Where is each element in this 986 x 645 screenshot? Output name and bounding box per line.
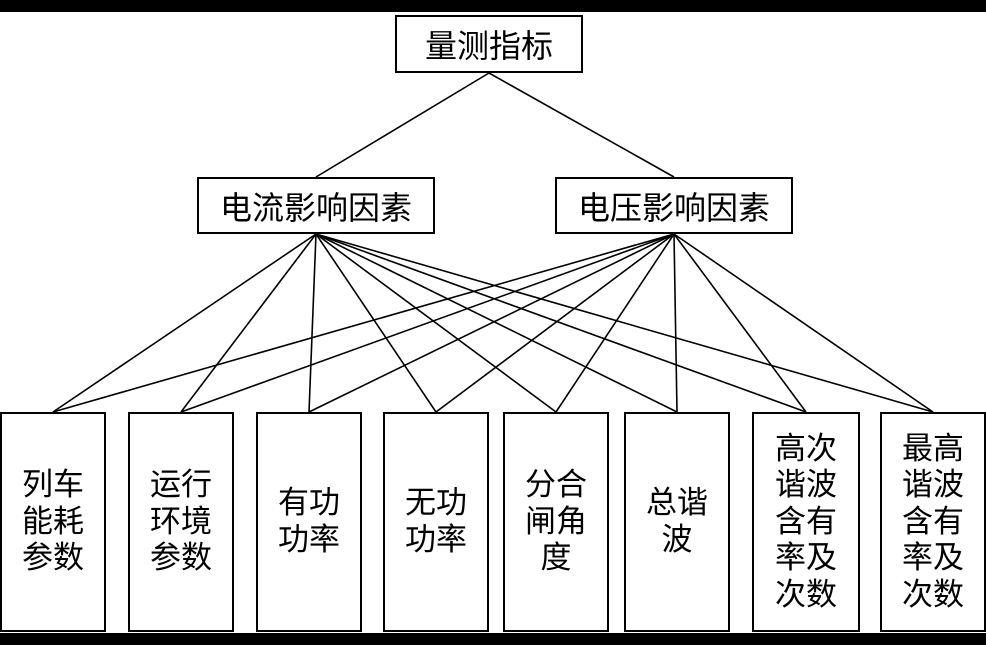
indicator-label: 有功功率 [278, 485, 340, 558]
factor-to-indicator-line [673, 233, 807, 413]
root-to-factor-line [315, 72, 490, 178]
root-label: 量测指标 [424, 27, 553, 65]
factor-to-indicator-line [180, 233, 675, 413]
factor-to-indicator-line [555, 233, 675, 413]
factor-node-current: 电流影响因素 [197, 177, 435, 234]
indicator-node: 无功功率 [383, 412, 489, 632]
factor-to-indicator-line [315, 233, 678, 413]
indicator-node: 有功功率 [256, 412, 362, 632]
factor-to-indicator-line [315, 233, 437, 413]
indicator-node: 分合闸角度 [503, 412, 609, 632]
factor-node-voltage: 电压影响因素 [555, 177, 793, 234]
indicator-label: 分合闸角度 [525, 467, 587, 577]
factor-label-current: 电流影响因素 [219, 188, 412, 227]
indicator-label: 总谐波 [646, 485, 708, 558]
root-node: 量测指标 [395, 15, 583, 73]
factor-to-indicator-line [180, 233, 317, 413]
indicator-label: 最高谐波含有率及次数 [902, 430, 964, 613]
factor-to-indicator-line [308, 233, 317, 413]
factor-to-indicator-line [435, 233, 675, 413]
factor-to-indicator-line [315, 233, 557, 413]
factor-label-voltage: 电压影响因素 [577, 188, 770, 227]
factor-to-indicator-line [52, 233, 317, 413]
indicator-label: 运行环境参数 [150, 467, 212, 577]
indicator-label: 无功功率 [405, 485, 467, 558]
factor-to-indicator-line [673, 233, 678, 413]
indicator-label: 列车能耗参数 [22, 467, 84, 577]
factor-to-indicator-line [315, 233, 934, 413]
indicator-node: 列车能耗参数 [0, 412, 106, 632]
indicator-node: 总谐波 [624, 412, 730, 632]
factor-to-indicator-line [673, 233, 934, 413]
indicator-node: 高次谐波含有率及次数 [752, 412, 860, 632]
factor-to-indicator-line [308, 233, 675, 413]
indicator-node: 运行环境参数 [128, 412, 234, 632]
factor-to-indicator-line [315, 233, 807, 413]
indicator-label: 高次谐波含有率及次数 [775, 430, 837, 613]
indicator-node: 最高谐波含有率及次数 [880, 412, 986, 632]
factor-to-indicator-line [52, 233, 675, 413]
root-to-factor-line [488, 72, 675, 178]
